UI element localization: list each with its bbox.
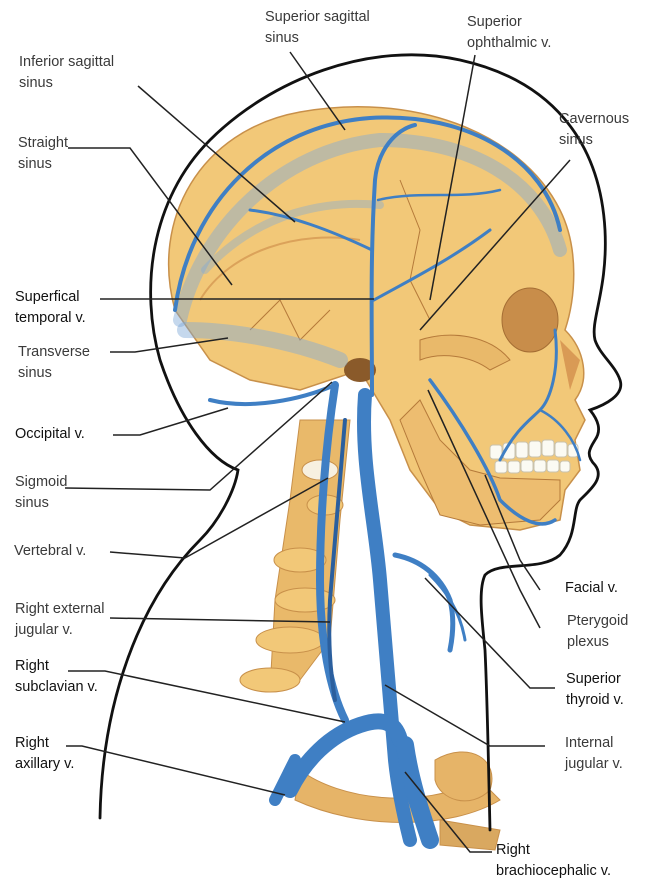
label-superior-thyroid-v: Superior thyroid v. — [566, 669, 624, 711]
label-superior-ophthalmic-v: Superior ophthalmic v. — [467, 12, 551, 54]
label-vertebral-v: Vertebral v. — [14, 541, 86, 562]
label-internal-jugular-v: Internal jugular v. — [565, 733, 623, 775]
label-right-subclavian-v: Right subclavian v. — [15, 656, 98, 698]
label-cavernous-sinus: Cavernous sinus — [559, 109, 629, 151]
label-straight-sinus: Straight sinus — [18, 133, 68, 175]
leader-right-axillary-v — [66, 746, 285, 795]
label-pterygoid-plexus: Pterygoid plexus — [567, 611, 628, 653]
leader-superior-thyroid-v — [425, 578, 555, 688]
leader-right-subclavian-v — [68, 671, 345, 722]
label-inferior-sagittal-sinus: Inferior sagittal sinus — [19, 52, 114, 94]
label-transverse-sinus: Transverse sinus — [18, 342, 90, 384]
leader-internal-jugular-v — [385, 685, 545, 746]
label-right-external-jugular-v: Right external jugular v. — [15, 599, 104, 641]
label-superior-sagittal-sinus: Superior sagittal sinus — [265, 7, 370, 49]
label-facial-v: Facial v. — [565, 578, 618, 599]
label-right-axillary-v: Right axillary v. — [15, 733, 74, 775]
label-occipital-v: Occipital v. — [15, 424, 85, 445]
leader-occipital-v — [113, 408, 228, 435]
label-right-brachiocephalic-v: Right brachiocephalic v. — [496, 840, 611, 882]
label-sigmoid-sinus: Sigmoid sinus — [15, 472, 67, 514]
label-superficial-temporal-v: Superfical temporal v. — [15, 287, 86, 329]
